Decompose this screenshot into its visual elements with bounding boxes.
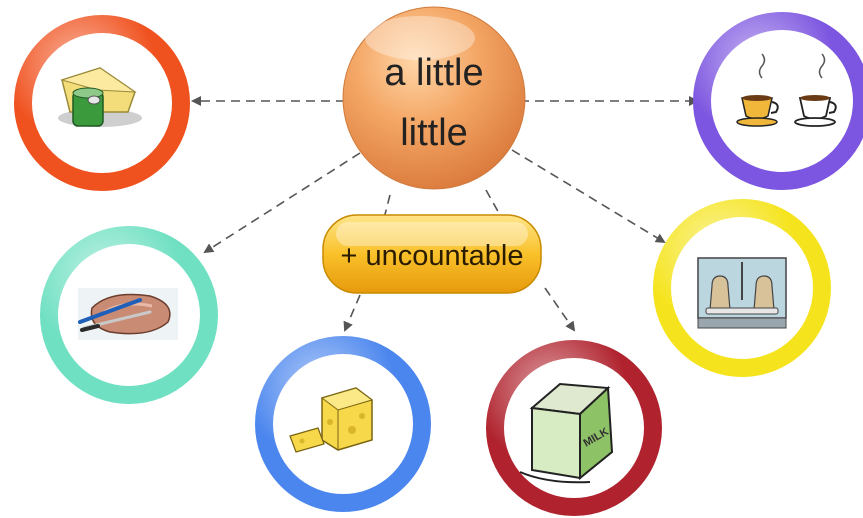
ring-cheese [255,336,431,512]
arrow-to-meat [203,152,361,254]
hub-line-2: little [400,112,468,154]
ring-coffee [693,12,863,190]
hub-line-1: a little [384,52,483,94]
ring-milk: MILK [486,340,662,516]
central-hub: a little little [342,6,526,190]
arrow-hub-to-tag-right [485,189,501,216]
cheese-block-icon [289,387,374,453]
ring-salt-pepper [653,199,831,377]
arrow-to-cheese [343,294,361,332]
ring-meat [40,226,218,404]
milk-carton-icon: MILK [519,382,614,484]
arrow-to-milk [544,287,576,332]
tag-label: + uncountable [340,240,523,272]
sliced-meat-icon [78,288,178,340]
cheese-wedge-and-jar-icon [58,67,142,127]
coffee-cups-icon [736,53,837,127]
ring-cheese-and-jar [14,15,190,191]
uncountable-tag: + uncountable [322,214,542,294]
salt-pepper-shakers-icon [697,257,787,329]
